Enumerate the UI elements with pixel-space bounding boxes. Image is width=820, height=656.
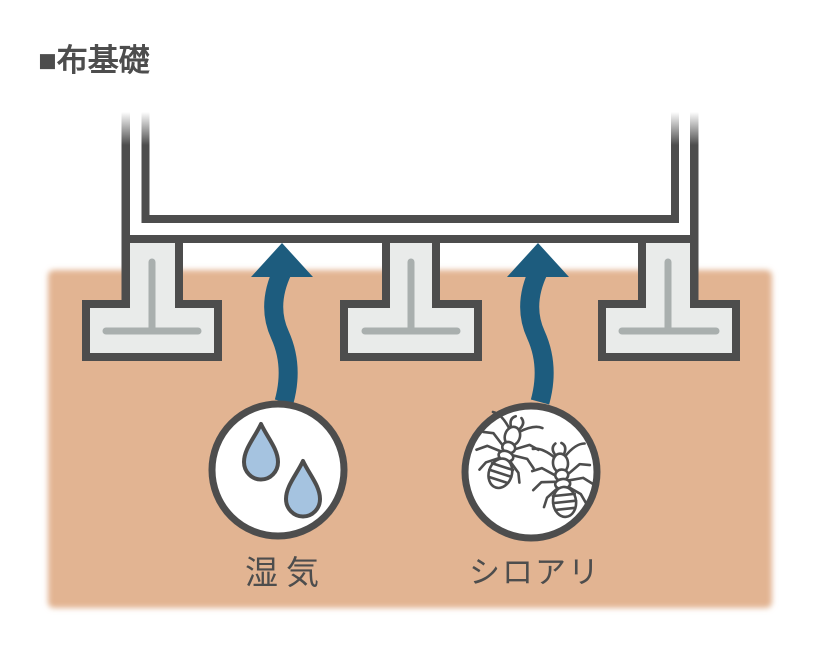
moisture-label: 湿気 (245, 554, 327, 591)
page-title: ■布基礎 (38, 43, 150, 78)
foundation-piers (82, 235, 740, 361)
wall-left-inner (141, 112, 150, 223)
up-arrow-body (264, 265, 298, 405)
up-arrow-icon (507, 243, 569, 277)
moisture-bubble (208, 400, 348, 540)
soil-ground (48, 270, 772, 608)
termite-bubble (461, 402, 601, 542)
termite-label: シロアリ (469, 555, 601, 590)
termite-circle (461, 402, 601, 542)
wall-right-inner (671, 112, 679, 223)
termite-arrow (507, 243, 569, 405)
pier-left-detail (102, 258, 202, 335)
wall-left-outer (121, 112, 130, 307)
pier-right-detail (618, 258, 720, 335)
pier-center-detail (361, 258, 461, 335)
floor-line (141, 215, 679, 223)
wall-right-outer (690, 112, 699, 307)
up-arrow-body (520, 265, 554, 405)
moisture-arrow (251, 243, 313, 405)
up-arrow-icon (251, 243, 313, 277)
